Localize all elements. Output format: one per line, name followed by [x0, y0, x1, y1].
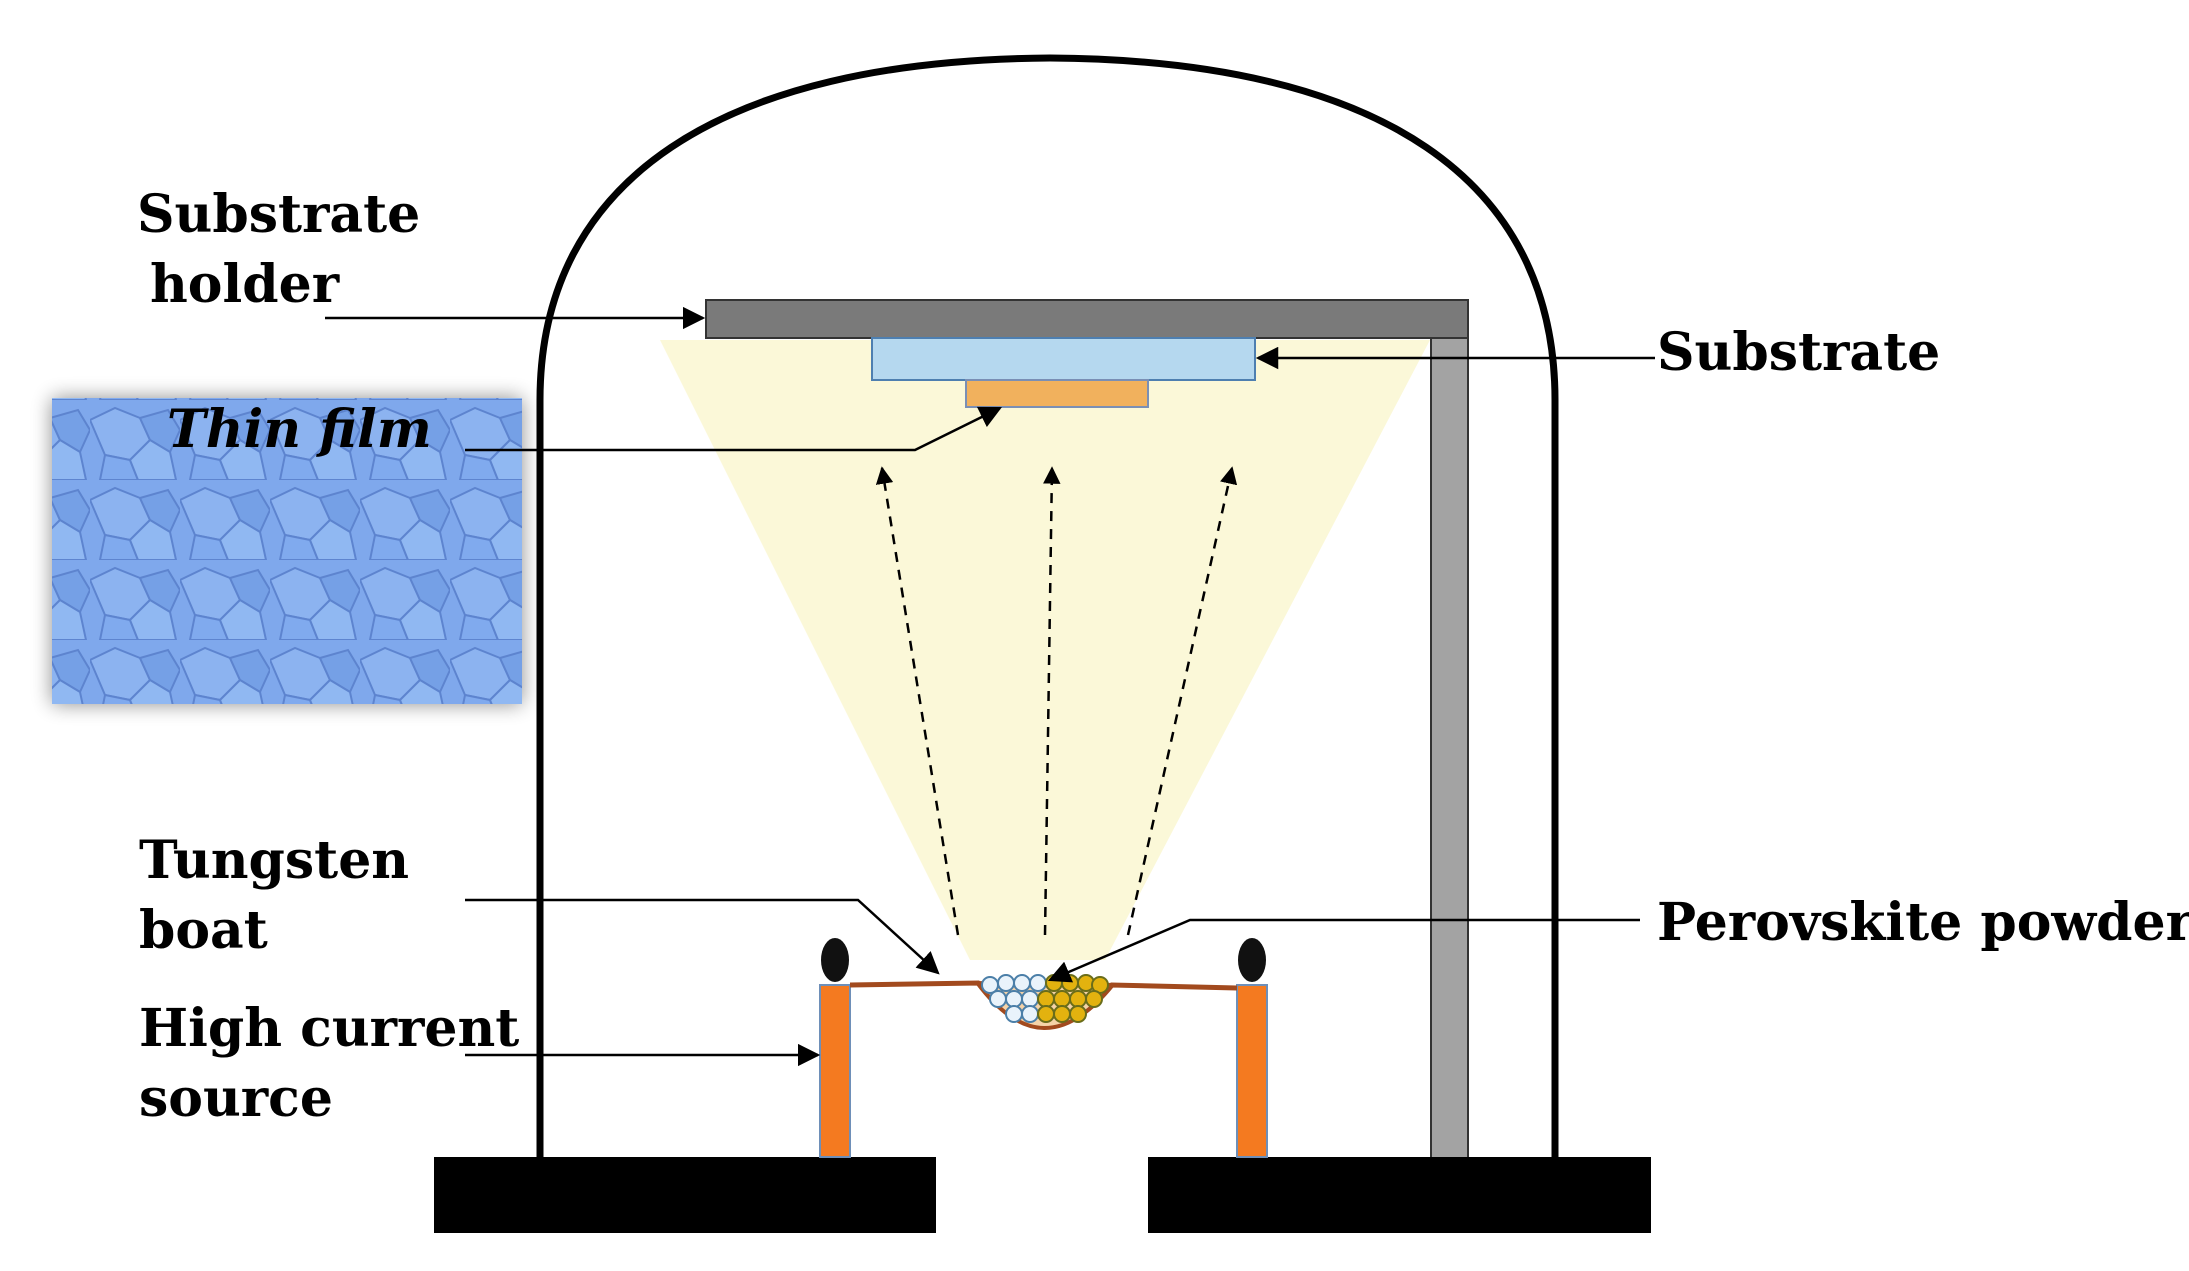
- clamp-knob-left: [821, 938, 849, 982]
- label-high-current-2: source: [139, 1068, 333, 1129]
- substrate-holder-bar: [705, 299, 1469, 339]
- label-high-current-1: High current: [139, 998, 519, 1059]
- thin-film-deposit: [965, 379, 1149, 408]
- vapor-arrow-center: [1043, 466, 1061, 936]
- electrode-right: [1236, 984, 1268, 1158]
- substrate: [871, 337, 1256, 381]
- bell-jar: [536, 54, 1559, 1160]
- electrode-left: [819, 984, 851, 1158]
- sem-micrograph-inset: [52, 398, 522, 704]
- label-substrate-holder-2: holder: [150, 254, 340, 315]
- leader-perovskite-powder: [1047, 918, 1640, 983]
- vapor-arrow-left: [875, 466, 960, 936]
- support-column: [1430, 337, 1469, 1161]
- label-tungsten-boat-1: Tungsten: [139, 830, 409, 891]
- label-substrate: Substrate: [1657, 322, 1940, 383]
- base-block-left: [434, 1157, 936, 1233]
- vapor-cone: [660, 340, 1430, 960]
- label-perovskite-powder: Perovskite powder: [1657, 892, 2189, 953]
- leader-tungsten-boat: [465, 898, 940, 975]
- base-block-right: [1148, 1157, 1651, 1233]
- label-substrate-holder-1: Substrate: [137, 184, 420, 245]
- vapor-arrow-right: [1126, 466, 1238, 936]
- label-tungsten-boat-2: boat: [139, 900, 268, 961]
- leader-thin-film: [465, 406, 1003, 452]
- clamp-knob-right: [1238, 938, 1266, 982]
- label-thin-film: Thin film: [167, 399, 432, 460]
- perovskite-powder-particles: [981, 974, 1109, 1023]
